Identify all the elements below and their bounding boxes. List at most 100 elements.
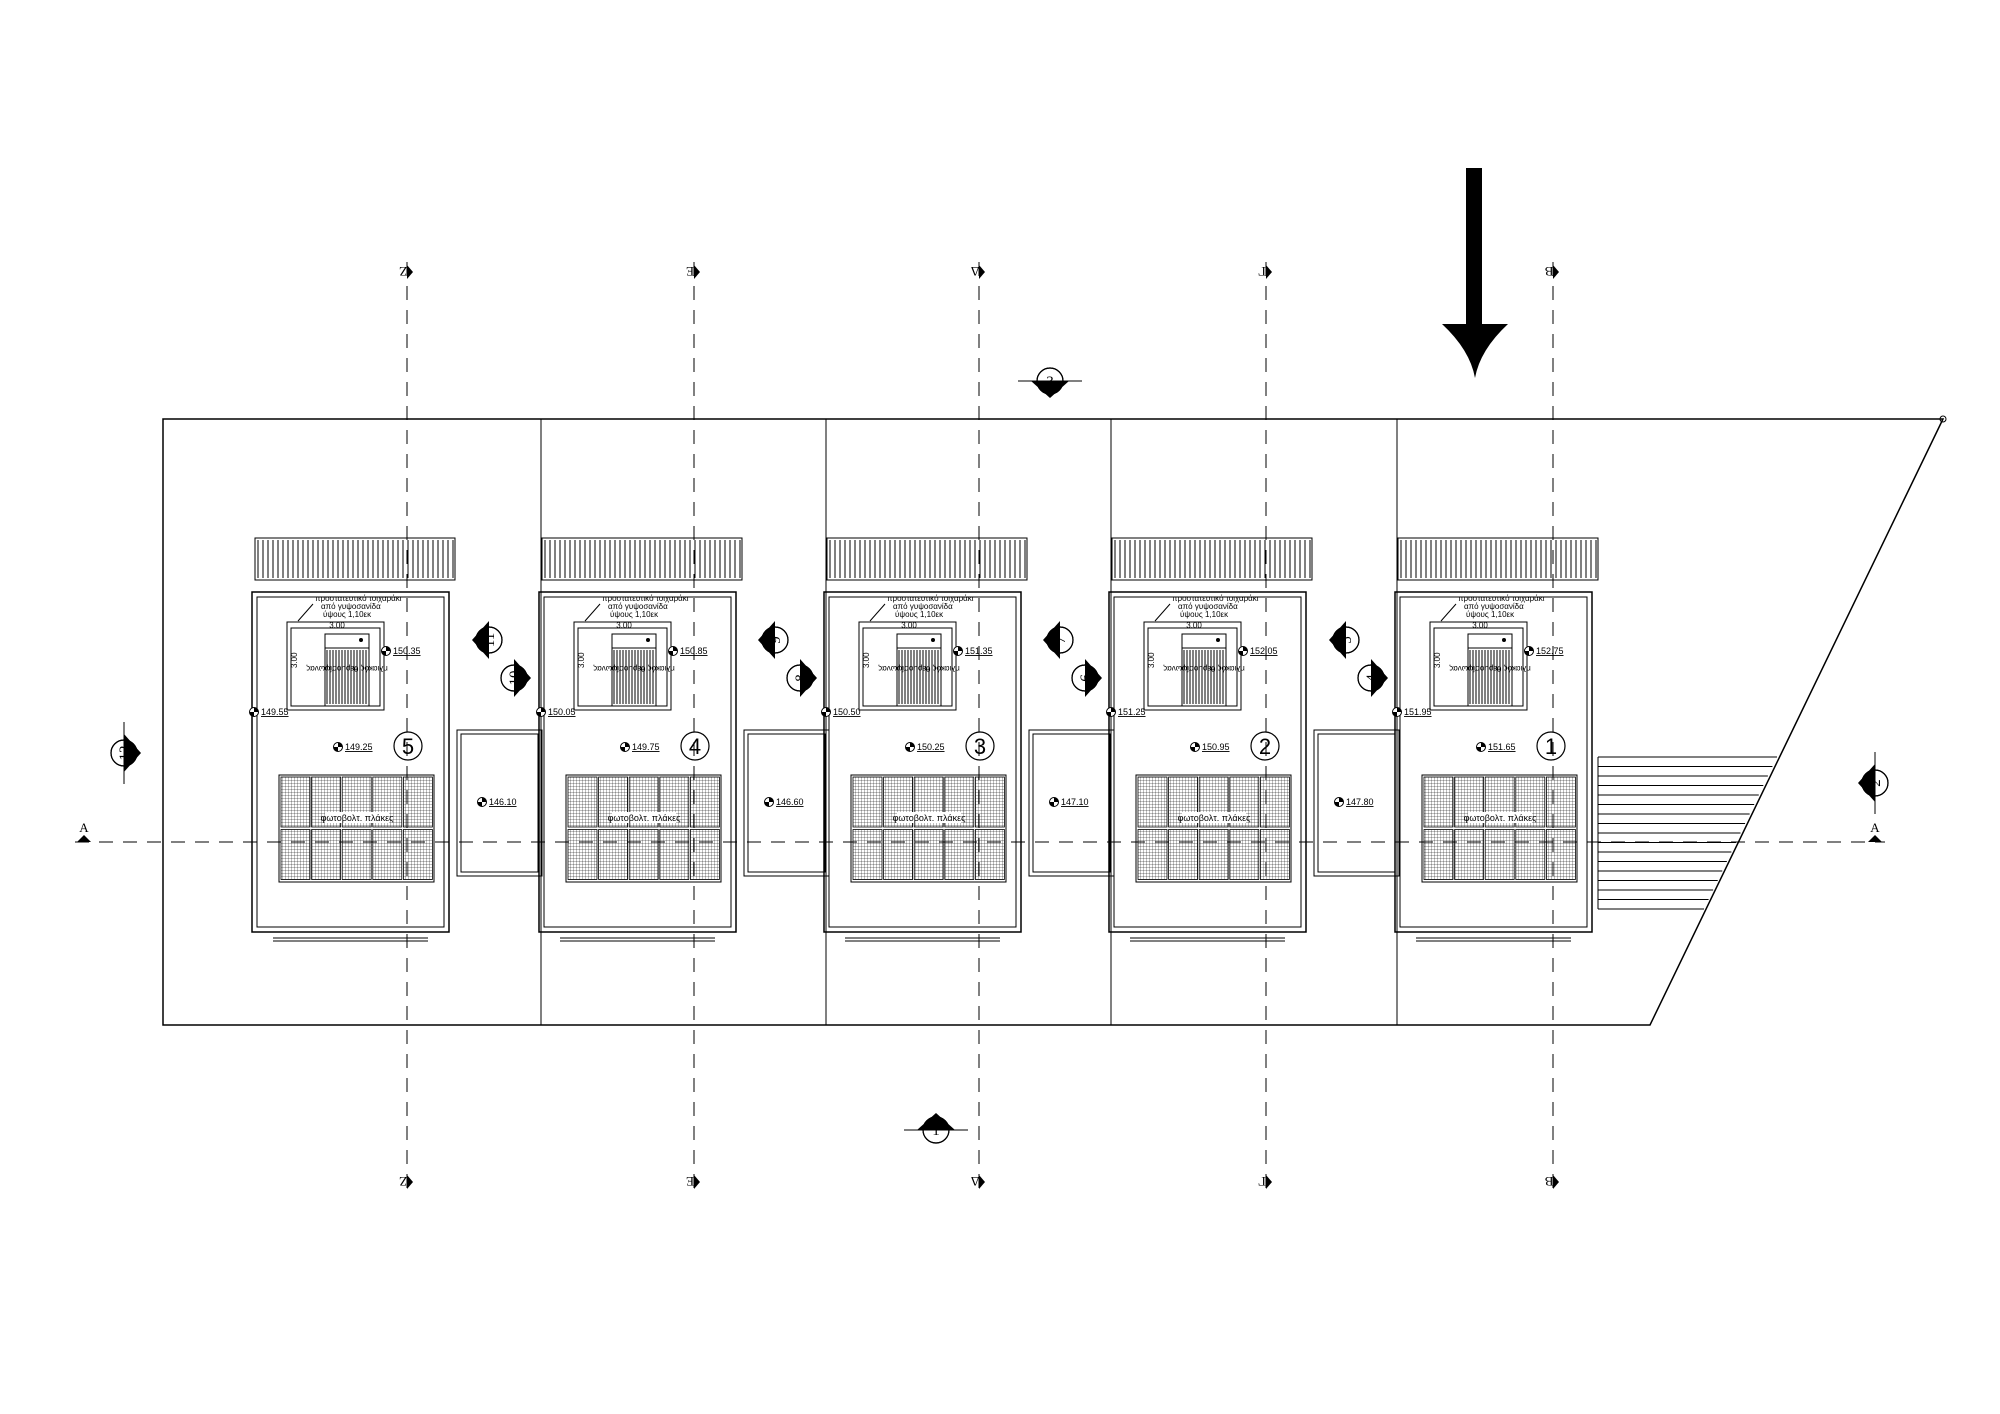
section-marker-number: 1: [932, 1123, 940, 1139]
axis-tick-icon: [979, 1175, 985, 1189]
solar-tank-valve: [1216, 638, 1220, 642]
unit-number-circle: [965, 731, 995, 761]
level-value: 149.25: [345, 742, 373, 752]
arrow-shaft: [1466, 168, 1482, 330]
pv-panel: [883, 829, 913, 880]
pv-panel: [690, 829, 720, 880]
section-marker-number: 4: [1364, 674, 1380, 682]
roof-parapet: [543, 596, 732, 928]
level-marker: 151.25: [1106, 707, 1146, 717]
protective-wall: [1429, 621, 1528, 711]
pv-panel: [1546, 776, 1576, 828]
pv-panel: [852, 829, 883, 880]
note-leader: [1440, 603, 1457, 622]
section-cut-marker-icon: 6: [1071, 659, 1102, 697]
axis-letter: Β: [1544, 264, 1553, 279]
solar-heater-label: ηλιακός θερμοσίφωνας: [593, 664, 675, 673]
section-cut-marker-icon: 4: [1357, 659, 1388, 697]
courtyard-outline: [1313, 729, 1400, 877]
wall-note-line-2: από γυψοσανίδα: [1464, 602, 1524, 611]
canopy-outline: [541, 537, 743, 581]
grid-axis-label: Γ: [1258, 1174, 1272, 1189]
solar-heater-label: ηλιακός θερμοσίφωνας: [1163, 664, 1245, 673]
pv-panel: [975, 829, 1005, 880]
grid-axis-label: Ε: [686, 1174, 700, 1189]
pv-panel: [659, 829, 690, 880]
pv-panel: [1198, 829, 1229, 880]
level-marker: 151.65: [1476, 742, 1516, 752]
section-marker-ring: [475, 626, 503, 654]
level-value: 146.60: [776, 797, 804, 807]
long-axis-label-left: Α: [77, 820, 91, 842]
courtyard-inner: [747, 733, 826, 873]
pv-panel: [1546, 829, 1576, 880]
unit-number-circle: [680, 731, 710, 761]
protective-wall: [1143, 621, 1242, 711]
roof-outline: [251, 591, 450, 933]
section-marker-ring: [761, 626, 789, 654]
pv-label-bg: [612, 812, 676, 823]
pv-panel: [1423, 829, 1454, 880]
unit-number: 2: [1259, 734, 1271, 759]
level-value: 146.10: [489, 797, 517, 807]
section-marker-number: 3: [1046, 374, 1054, 390]
pv-panel: [402, 829, 433, 880]
section-marker-arrow: [514, 659, 531, 697]
level-datum-fill: [1049, 797, 1059, 807]
level-marker: 149.25: [333, 742, 373, 752]
wall-note-line-3: ύψους 1,10εκ: [895, 610, 944, 619]
level-datum-fill: [953, 646, 963, 656]
roof-outline: [538, 591, 737, 933]
level-marker: 150.95: [1190, 742, 1230, 752]
section-cut-marker-icon: 11: [472, 621, 503, 659]
solar-tank-valve: [931, 638, 935, 642]
unit-number: 4: [689, 734, 701, 759]
level-value: 150.85: [680, 646, 708, 656]
wall-note-line-3: ύψους 1,10εκ: [1180, 610, 1229, 619]
level-datum-fill: [536, 707, 546, 717]
wall-note-line-3: ύψους 1,10εκ: [1466, 610, 1515, 619]
level-marker: 146.60: [764, 797, 804, 807]
wall-note-line-1: προστατευτικό τοιχαράκι: [1458, 594, 1545, 603]
axis-letter: Ε: [686, 1174, 694, 1189]
roof-outline: [1394, 591, 1593, 933]
level-value: 151.35: [965, 646, 993, 656]
section-marker-number: 10: [507, 671, 523, 686]
level-marker: 147.80: [1334, 797, 1374, 807]
axis-tick-icon: [1266, 1175, 1272, 1189]
solar-collector: [1181, 647, 1227, 707]
solar-heater-label: ηλιακός θερμοσίφωνας: [878, 664, 960, 673]
pv-panels-label: φωτοβολτ. πλάκες: [893, 813, 967, 823]
section-cut-marker-icon: 1: [917, 1113, 955, 1144]
section-marker-number: 2: [1868, 779, 1884, 787]
note-leader: [584, 603, 601, 622]
pv-panel: [1260, 829, 1290, 880]
section-marker-number: 7: [1053, 636, 1069, 644]
section-cut-marker-icon: 7: [1043, 621, 1074, 659]
level-datum-fill: [1524, 646, 1534, 656]
level-datum-fill: [764, 797, 774, 807]
unit-number: 5: [402, 734, 414, 759]
pv-panel: [1423, 776, 1454, 828]
axis-tick-icon: [1553, 265, 1559, 279]
axis-letter: Α: [79, 820, 89, 835]
pv-array-outline: [850, 774, 1007, 883]
level-marker: 150.35: [381, 646, 421, 656]
solar-heater-label: ηλιακός θερμοσίφωνας: [306, 664, 388, 673]
axis-tick-icon: [77, 835, 91, 842]
pv-panel: [1454, 829, 1484, 880]
axis-tick-icon: [1553, 1175, 1559, 1189]
pv-panel: [852, 776, 883, 828]
pv-array-outline: [278, 774, 435, 883]
wall-note-line-2: από γυψοσανίδα: [1178, 602, 1238, 611]
pv-panels-label: φωτοβολτ. πλάκες: [321, 813, 395, 823]
section-marker-number: 9: [768, 636, 784, 644]
dimension-vertical: 3.00: [577, 652, 586, 668]
level-value: 150.95: [1202, 742, 1230, 752]
section-cut-marker-icon: 8: [786, 659, 817, 697]
pv-array-outline: [1421, 774, 1578, 883]
